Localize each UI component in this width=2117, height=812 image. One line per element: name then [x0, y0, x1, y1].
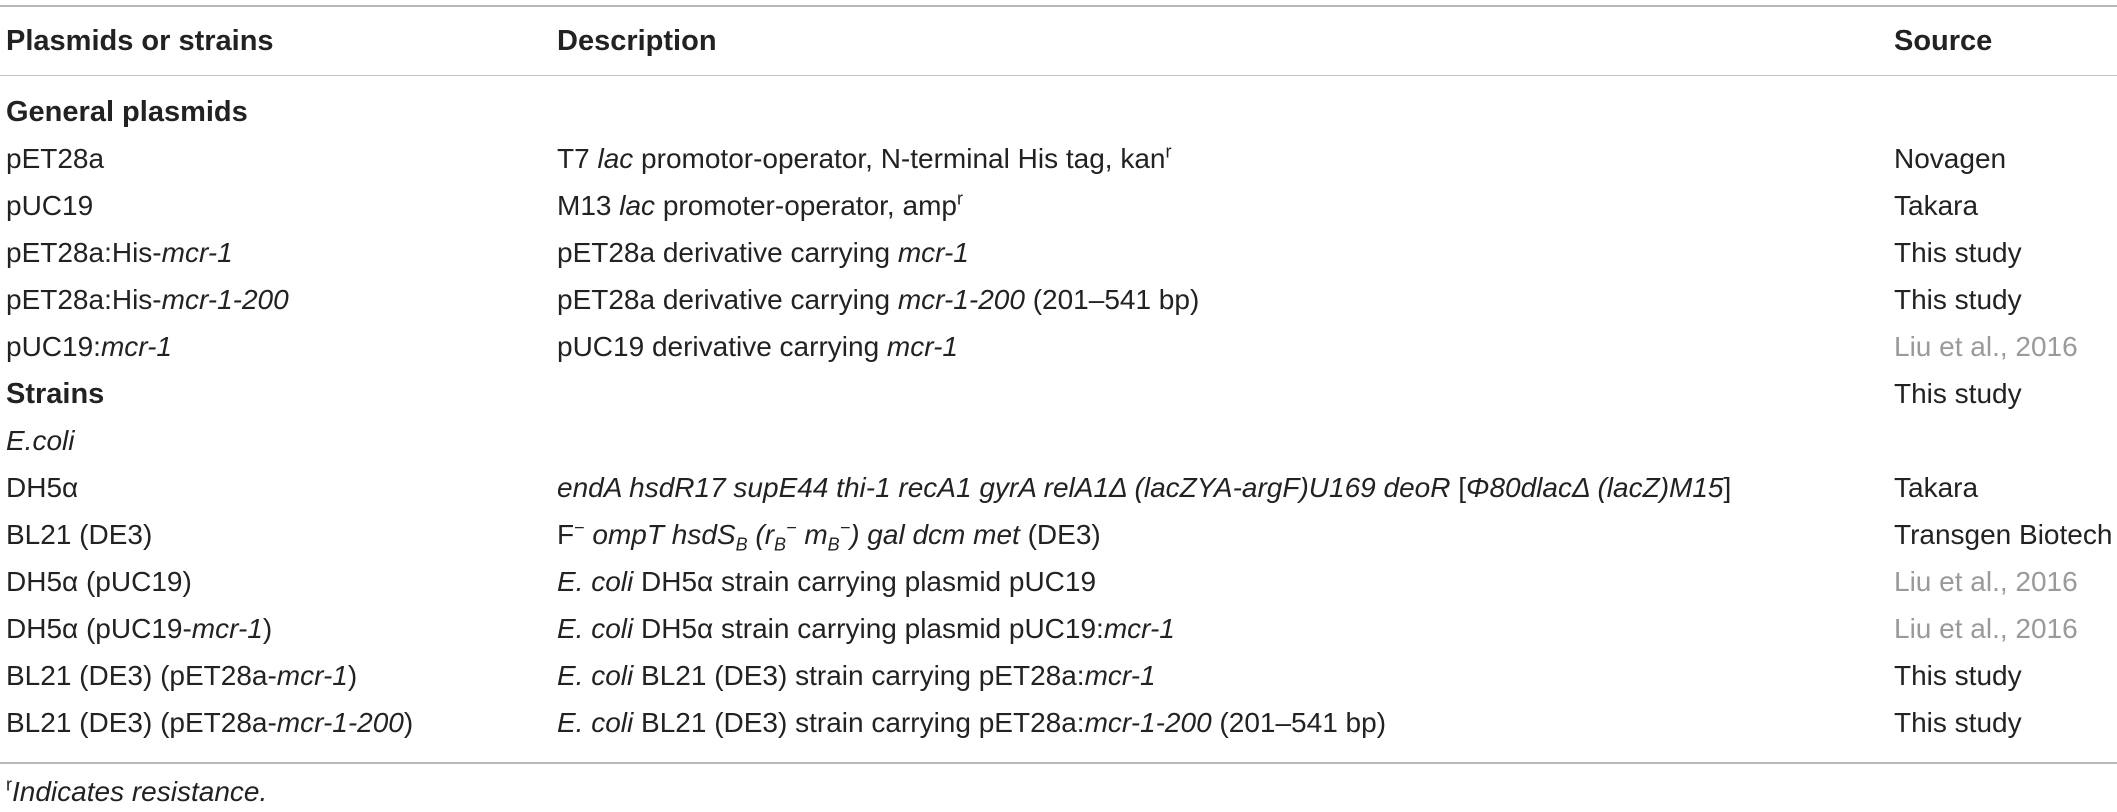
- section-general-plasmids: General plasmids: [0, 92, 2117, 132]
- table-row: pUC19:mcr-1 pUC19 derivative carrying mc…: [0, 327, 2117, 367]
- description-cell: E. coli BL21 (DE3) strain carrying pET28…: [557, 660, 1156, 691]
- name-cell: pET28a:His-mcr-1-200: [6, 284, 289, 315]
- name-cell: BL21 (DE3): [6, 519, 153, 550]
- name-cell: pET28a:His-mcr-1: [6, 237, 233, 268]
- name-cell: pUC19: [6, 190, 94, 221]
- section-strains: Strains This study: [0, 374, 2117, 414]
- table-row: BL21 (DE3) (pET28a-mcr-1-200) E. coli BL…: [0, 703, 2117, 743]
- subsection-ecoli: E.coli: [0, 421, 2117, 461]
- table-row: DH5α endA hsdR17 supE44 thi-1 recA1 gyrA…: [0, 468, 2117, 508]
- header-rule: [0, 75, 2117, 76]
- table-row: pET28a:His-mcr-1-200 pET28a derivative c…: [0, 280, 2117, 320]
- source-cell: This study: [1894, 660, 2022, 691]
- description-cell: F− ompT hsdSB (rB− mB−) gal dcm met (DE3…: [557, 517, 1101, 555]
- description-cell: pUC19 derivative carrying mcr-1: [557, 331, 958, 362]
- table-footnote: rIndicates resistance.: [6, 774, 268, 807]
- table-row: DH5α (pUC19-mcr-1) E. coli DH5α strain c…: [0, 609, 2117, 649]
- source-citation[interactable]: Liu et al., 2016: [1894, 613, 2078, 644]
- table-row: BL21 (DE3) F− ompT hsdSB (rB− mB−) gal d…: [0, 515, 2117, 555]
- source-citation[interactable]: Liu et al., 2016: [1894, 331, 2078, 362]
- name-cell: pUC19:mcr-1: [6, 331, 172, 362]
- description-cell: pET28a derivative carrying mcr-1: [557, 237, 969, 268]
- table-header-row: Plasmids or strains Description Source: [0, 21, 2117, 61]
- subsection-label: E.coli: [6, 425, 75, 456]
- source-cell: Transgen Biotech: [1894, 519, 2113, 550]
- source-cell: This study: [1894, 707, 2022, 738]
- header-plasmids-or-strains: Plasmids or strains: [6, 25, 274, 57]
- table-row: DH5α (pUC19) E. coli DH5α strain carryin…: [0, 562, 2117, 602]
- section-label: General plasmids: [6, 96, 248, 128]
- source-cell: Takara: [1894, 190, 1979, 221]
- table-row: pET28a:His-mcr-1 pET28a derivative carry…: [0, 233, 2117, 273]
- name-cell: BL21 (DE3) (pET28a-mcr-1): [6, 660, 358, 691]
- source-citation[interactable]: Liu et al., 2016: [1894, 566, 2078, 597]
- name-cell: DH5α (pUC19-mcr-1): [6, 613, 273, 644]
- table-row: pUC19 M13 lac promoter-operator, ampr Ta…: [0, 186, 2117, 226]
- header-source: Source: [1894, 25, 1993, 57]
- bottom-rule: [0, 762, 2117, 764]
- name-cell: BL21 (DE3) (pET28a-mcr-1-200): [6, 707, 414, 738]
- description-cell: E. coli DH5α strain carrying plasmid pUC…: [557, 613, 1175, 644]
- source-cell: Novagen: [1894, 143, 2007, 174]
- section-label: Strains: [6, 378, 105, 410]
- description-cell: E. coli BL21 (DE3) strain carrying pET28…: [557, 707, 1387, 738]
- description-cell: pET28a derivative carrying mcr-1-200 (20…: [557, 284, 1200, 315]
- name-cell: DH5α (pUC19): [6, 566, 192, 597]
- table-row: pET28a T7 lac promotor-operator, N-termi…: [0, 139, 2117, 179]
- table-row: BL21 (DE3) (pET28a-mcr-1) E. coli BL21 (…: [0, 656, 2117, 696]
- top-rule: [0, 5, 2117, 7]
- description-cell: endA hsdR17 supE44 thi-1 recA1 gyrA relA…: [557, 472, 1732, 503]
- name-cell: pET28a: [6, 143, 105, 174]
- source-cell: This study: [1894, 237, 2022, 268]
- description-cell: T7 lac promotor-operator, N-terminal His…: [557, 141, 1172, 174]
- source-cell: This study: [1894, 378, 2022, 409]
- description-cell: E. coli DH5α strain carrying plasmid pUC…: [557, 566, 1097, 597]
- description-cell: M13 lac promoter-operator, ampr: [557, 188, 963, 221]
- source-cell: Takara: [1894, 472, 1979, 503]
- header-description: Description: [557, 25, 717, 57]
- name-cell: DH5α: [6, 472, 79, 503]
- source-cell: This study: [1894, 284, 2022, 315]
